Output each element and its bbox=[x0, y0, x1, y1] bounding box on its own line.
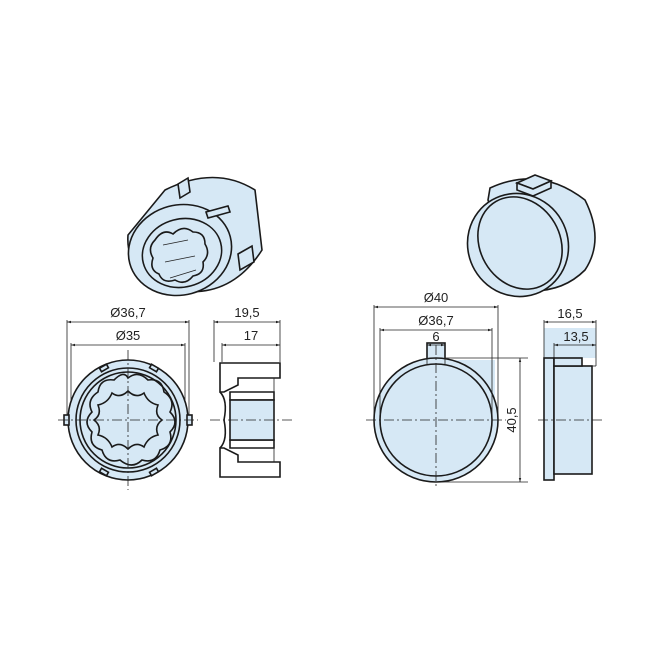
drive-ring-front-view bbox=[366, 342, 506, 486]
dim-ring-inner-diameter: Ø36,7 bbox=[418, 313, 453, 328]
drive-ring-front-dimensions: Ø40 Ø36,7 6 40,5 bbox=[373, 290, 528, 483]
dim-ring-body-length: 13,5 bbox=[563, 329, 588, 344]
dim-ring-key-width: 6 bbox=[432, 329, 439, 344]
drive-ring-side-view bbox=[538, 328, 604, 481]
dim-crown-outer-diameter: Ø36,7 bbox=[110, 305, 145, 320]
dim-ring-height: 40,5 bbox=[504, 407, 519, 432]
drive-ring-side-dimensions: 16,5 13,5 bbox=[543, 306, 597, 366]
dim-crown-overall-length: 19,5 bbox=[234, 305, 259, 320]
crown-adapter-front-view bbox=[58, 350, 198, 490]
dim-ring-overall-length: 16,5 bbox=[557, 306, 582, 321]
dim-ring-outer-diameter: Ø40 bbox=[424, 290, 449, 305]
dim-crown-body-length: 17 bbox=[244, 328, 258, 343]
crown-adapter-section-view bbox=[210, 362, 292, 478]
crown-section-dimensions: 19,5 17 bbox=[213, 305, 281, 362]
drive-ring-isometric bbox=[466, 174, 596, 298]
crown-front-dimensions: Ø36,7 Ø35 bbox=[66, 305, 190, 415]
dim-crown-inner-diameter: Ø35 bbox=[116, 328, 141, 343]
crown-adapter-isometric bbox=[127, 176, 263, 297]
